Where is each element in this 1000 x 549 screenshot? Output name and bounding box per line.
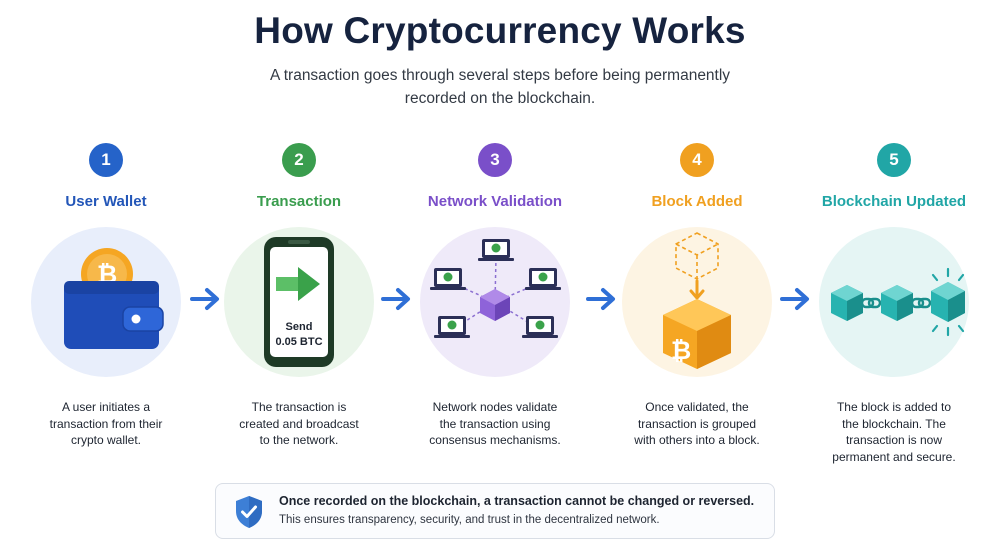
amount-label: 0.05 BTC — [275, 336, 323, 348]
footer-note: Once recorded on the blockchain, a trans… — [215, 483, 775, 539]
subtitle-line-2: recorded on the blockchain. — [404, 90, 596, 107]
desc-line: Once validated, the — [645, 400, 749, 414]
laptop-node-bottom-left — [434, 316, 470, 338]
step-number-badge: 4 — [680, 143, 714, 177]
subtitle-line-1: A transaction goes through several steps… — [269, 67, 731, 84]
desc-line: with others into a block. — [634, 433, 760, 447]
step-description: A user initiates a transaction from thei… — [16, 399, 196, 449]
page-subtitle: A transaction goes through several steps… — [0, 64, 1000, 110]
step-title: Network Validation — [427, 193, 563, 210]
laptop-node-bottom-right — [522, 316, 558, 338]
step-title: User Wallet — [65, 193, 147, 210]
step-description: Once validated, the transaction is group… — [607, 399, 787, 449]
chain-block-2 — [881, 285, 913, 321]
page-title: How Cryptocurrency Works — [254, 10, 746, 51]
step-description: The transaction is created and broadcast… — [209, 399, 389, 449]
phone-screen-text: Send 0.05 BTC — [224, 320, 374, 350]
step-illustration: Send 0.05 BTC — [224, 227, 374, 377]
network-nodes-icon — [430, 239, 561, 338]
step-title: Blockchain Updated — [821, 193, 967, 210]
step-illustration — [819, 227, 969, 377]
svg-text:₿: ₿ — [671, 337, 691, 365]
footer-main-text: Once recorded on the blockchain, a trans… — [279, 494, 755, 508]
laptop-node-left — [430, 268, 466, 290]
right-arrow-icon — [381, 288, 410, 310]
desc-line: crypto wallet. — [70, 433, 142, 447]
desc-line: consensus mechanisms. — [429, 433, 561, 447]
step-number-badge: 3 — [478, 143, 512, 177]
right-arrow-icon — [780, 288, 809, 310]
step-title: Block Added — [651, 193, 743, 210]
right-arrow-icon — [586, 288, 615, 310]
desc-line: transaction is grouped — [637, 416, 757, 431]
desc-line: permanent and secure. — [832, 449, 956, 464]
desc-line: The block is added to — [836, 400, 952, 414]
block-cube-icon: ₿ — [663, 232, 731, 369]
desc-line: to the network. — [259, 433, 339, 447]
step-illustration — [420, 227, 570, 377]
step-number-badge: 1 — [89, 143, 123, 177]
desc-line: transaction is now — [845, 433, 943, 447]
step-description: The block is added to the blockchain. Th… — [804, 399, 984, 465]
desc-line: the transaction using — [439, 416, 551, 431]
step-number-badge: 2 — [282, 143, 316, 177]
chain-block-1 — [831, 285, 863, 321]
desc-line: transaction from their — [49, 416, 163, 431]
footer-sub-text: This ensures transparency, security, and… — [279, 514, 660, 526]
send-label: Send — [285, 321, 313, 333]
desc-line: The transaction is — [251, 400, 347, 414]
laptop-node-top — [478, 239, 514, 261]
desc-line: Network nodes validate — [432, 400, 558, 414]
desc-line: the blockchain. The — [842, 416, 946, 431]
wallet-icon: ₿ — [64, 248, 164, 349]
step-illustration: ₿ — [622, 227, 772, 377]
chain-blocks-icon — [831, 267, 965, 337]
center-block — [480, 289, 510, 321]
chain-block-3 — [931, 282, 965, 322]
step-description: Network nodes validate the transaction u… — [405, 399, 585, 449]
desc-line: created and broadcast — [239, 416, 359, 431]
shield-check-icon — [236, 496, 262, 528]
desc-line: A user initiates a — [61, 400, 151, 414]
right-arrow-icon — [190, 288, 219, 310]
laptop-node-right — [525, 268, 561, 290]
step-title: Transaction — [256, 193, 342, 210]
phone-send-icon — [264, 237, 334, 367]
step-illustration: ₿ — [31, 227, 181, 377]
step-number-badge: 5 — [877, 143, 911, 177]
